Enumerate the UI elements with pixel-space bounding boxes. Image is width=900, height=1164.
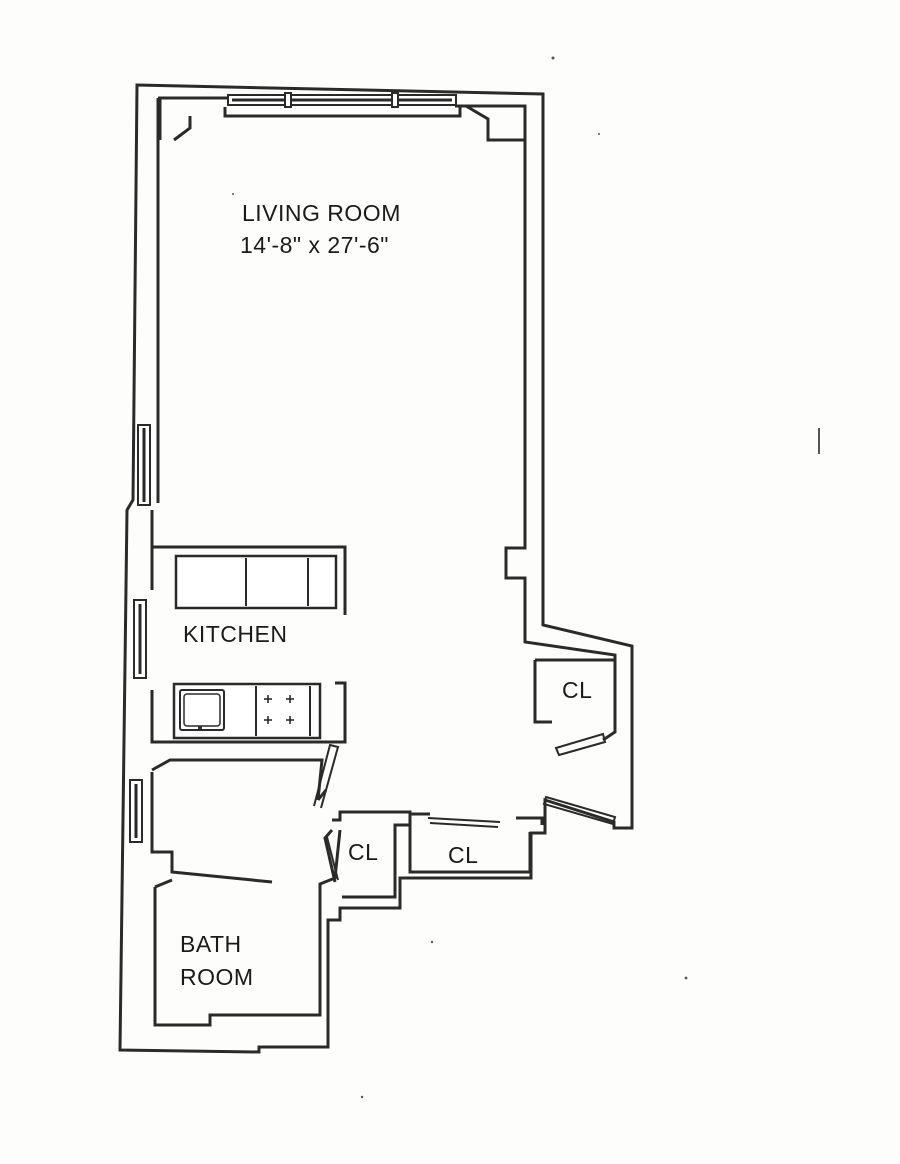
stove-icon: [264, 695, 294, 724]
bathroom-wall: [153, 829, 342, 1027]
interior-wall-west: [150, 510, 347, 884]
exterior-wall: [118, 83, 634, 1054]
living-room-label: LIVING ROOM: [242, 200, 401, 226]
closet-east-label: CL: [562, 677, 593, 703]
window-west-1: [137, 424, 151, 506]
living-room-wall: [156, 96, 617, 732]
kitchen-label: KITCHEN: [183, 621, 288, 647]
closet-wall-hall: [408, 812, 544, 874]
sliding-door: [427, 817, 501, 828]
door-east-hall: [542, 795, 617, 826]
living-room-dimensions: 14'-8" x 27'-6": [240, 232, 389, 258]
bathroom-label-line2: ROOM: [180, 964, 254, 990]
window-west-2: [133, 599, 147, 679]
door-small-closet: [326, 836, 339, 881]
bathroom-label-line1: BATH: [180, 931, 242, 957]
sink-icon: [179, 689, 225, 731]
door-kitchen-bath: [313, 743, 340, 809]
closet-small-label: CL: [348, 839, 379, 865]
window-north: [227, 92, 457, 108]
closet-hall-label: CL: [448, 842, 479, 868]
closet-wall-east: [533, 658, 617, 742]
door-east-closet: [554, 732, 607, 757]
kitchen-counter-upper: [174, 554, 338, 610]
window-west-3: [129, 779, 143, 843]
scan-specks: [232, 56, 820, 1099]
